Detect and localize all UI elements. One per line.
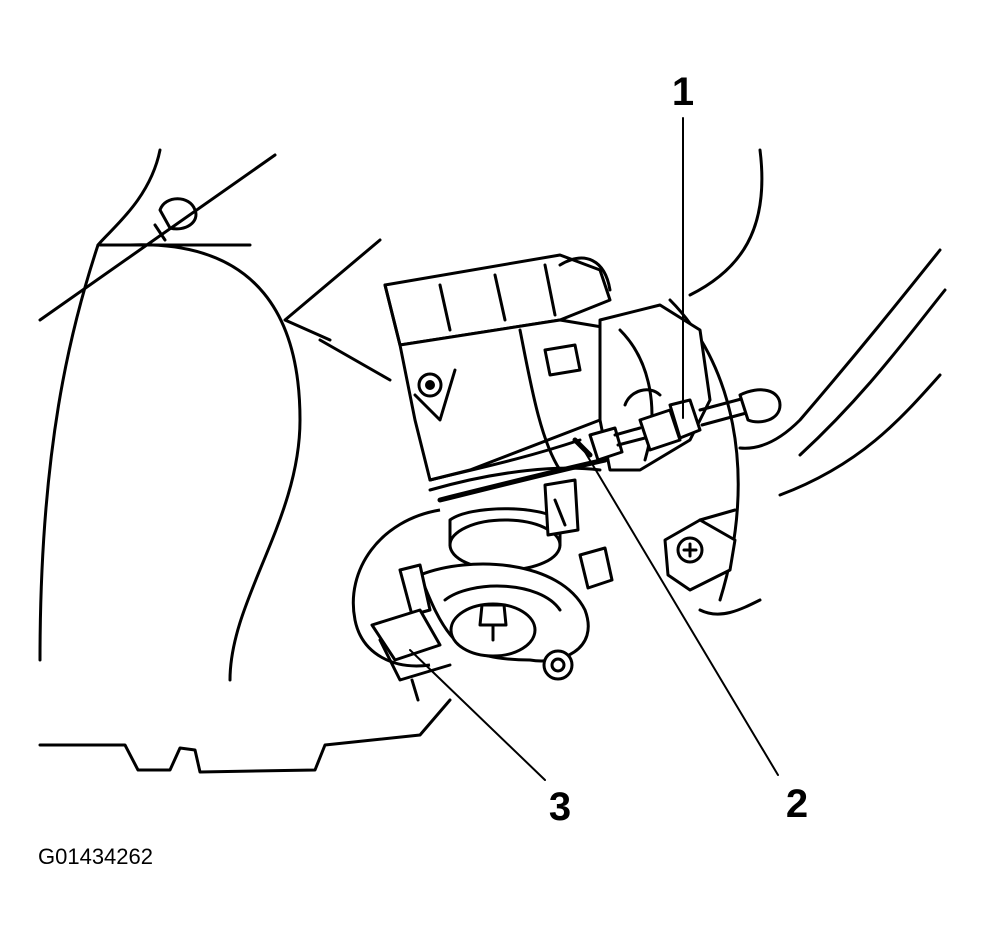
callout-leaders [409, 117, 779, 781]
throttle-body [383, 253, 712, 482]
mounting-bracket [663, 508, 737, 592]
callout-3: 3 [549, 785, 571, 829]
leader-3 [409, 649, 546, 781]
callout-1: 1 [672, 70, 694, 114]
leader-2 [584, 451, 779, 776]
figure-id: G01434262 [38, 844, 153, 869]
engine-housing [38, 148, 452, 774]
sensor-bracket [370, 563, 452, 702]
callout-2: 2 [786, 782, 808, 826]
throttle-cable [572, 388, 782, 462]
